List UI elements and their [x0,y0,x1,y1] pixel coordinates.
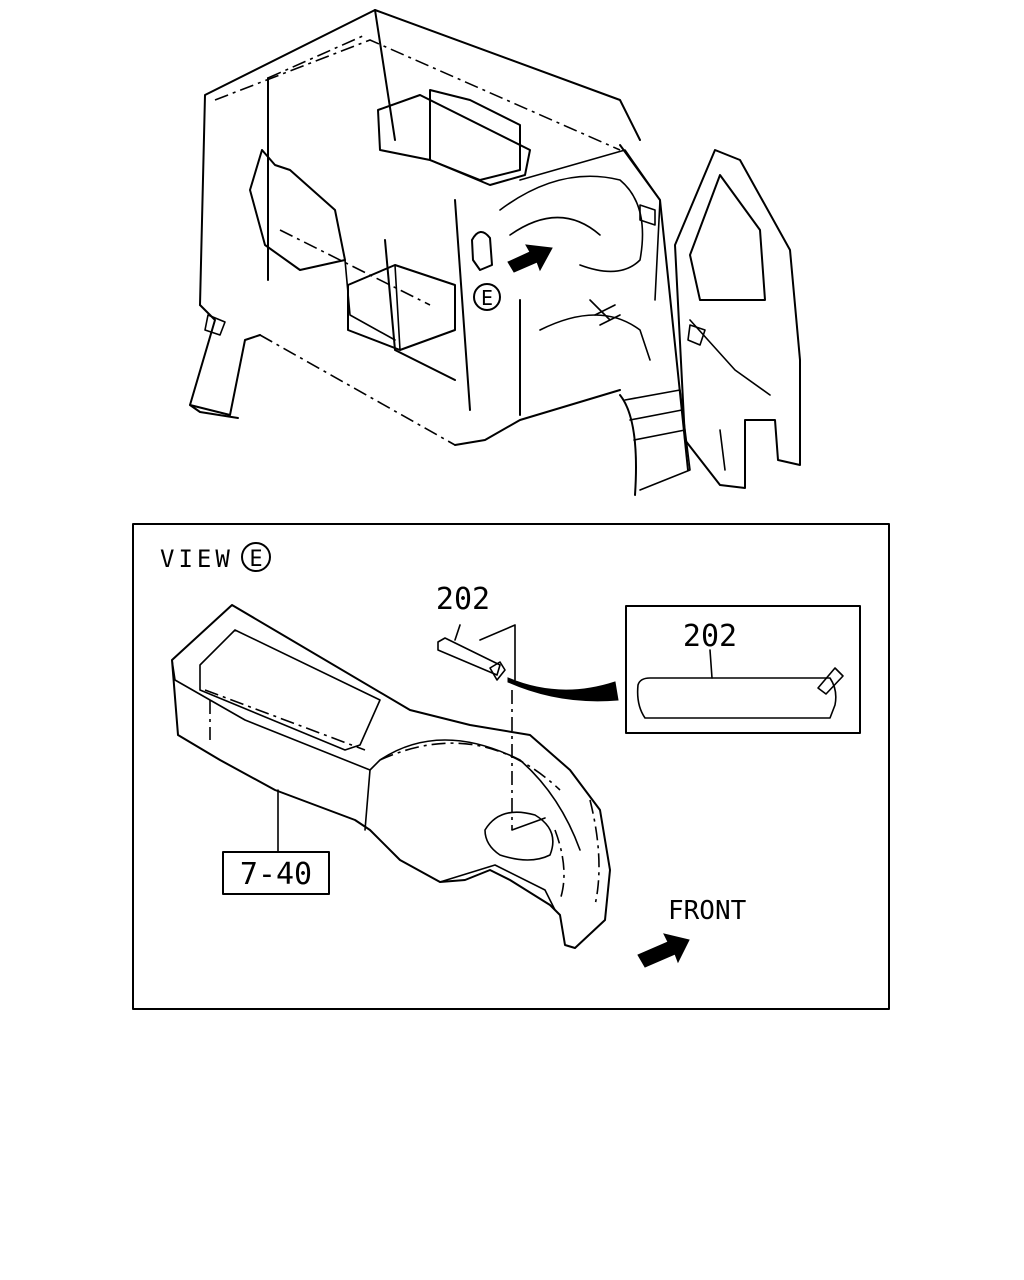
part-202-label: 202 [436,582,490,617]
front-label: FRONT [668,896,747,926]
part-202-detail-label: 202 [683,619,737,654]
svg-text:E: E [481,286,493,310]
view-title-marker: E [241,542,271,572]
ref-7-40-label: 7-40 [240,857,312,892]
instrument-panel-illustration [171,604,611,949]
detail-arrow [507,677,619,702]
view-arrow-icon [507,244,553,273]
part-202-detail [636,649,844,719]
ref-7-40-box [222,851,330,895]
view-e-marker: E [473,283,501,311]
view-e-frame [132,523,890,1010]
svg-text:E: E [249,547,262,572]
cab-overview-illustration [189,9,801,496]
front-arrow-icon [637,933,690,968]
view-title: VIEW [160,545,234,573]
part-202-main [437,624,546,831]
detail-inset-frame [625,605,861,734]
